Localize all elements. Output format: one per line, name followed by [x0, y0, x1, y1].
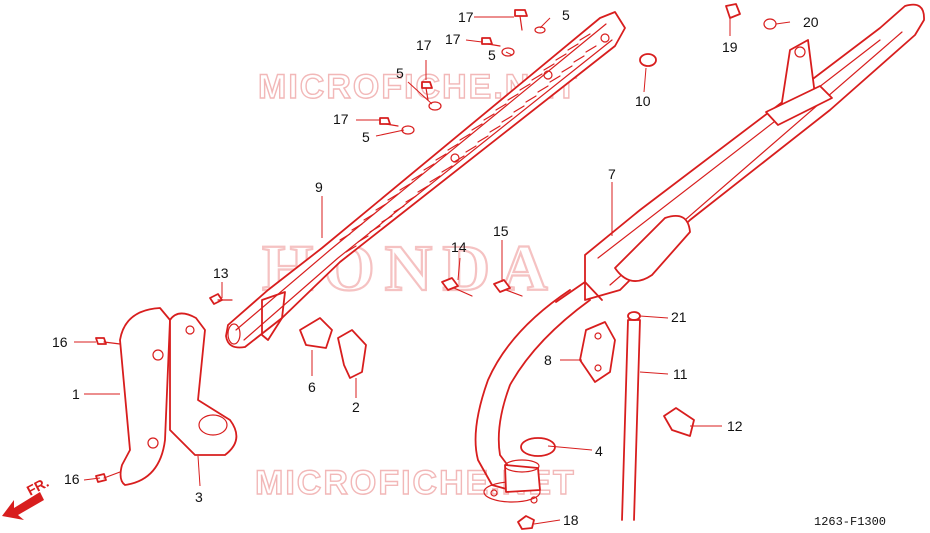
- part-1-guard: [119, 307, 171, 486]
- callout-17: 17: [445, 31, 461, 47]
- part-9-heat-shield: [225, 11, 626, 349]
- part-21-clip: [627, 311, 641, 321]
- part-7-muffler: [474, 3, 925, 504]
- front-direction-arrow: FR.: [2, 474, 51, 520]
- part-12-sleeve: [663, 407, 695, 437]
- callout-5: 5: [362, 129, 370, 145]
- callout-14: 14: [451, 239, 467, 255]
- fr-label: FR.: [24, 474, 51, 499]
- callout-5: 5: [562, 7, 570, 23]
- callout-10: 10: [635, 93, 651, 109]
- callout-13: 13: [213, 265, 229, 281]
- part-4-gasket: [520, 437, 556, 457]
- callout-20: 20: [803, 14, 819, 30]
- callout-8: 8: [544, 352, 552, 368]
- callout-1: 1: [72, 386, 80, 402]
- callout-15: 15: [493, 223, 509, 239]
- callout-4: 4: [595, 443, 603, 459]
- callout-16: 16: [52, 334, 68, 350]
- callout-17: 17: [458, 9, 474, 25]
- callout-7: 7: [608, 166, 616, 182]
- part-18-nut: [517, 515, 535, 530]
- part-11-tube: [621, 319, 641, 521]
- part-8-bracket: [579, 321, 616, 383]
- callout-5: 5: [396, 65, 404, 81]
- fastener-bolts: [95, 3, 777, 483]
- callout-3: 3: [195, 489, 203, 505]
- callout-9: 9: [315, 179, 323, 195]
- callout-12: 12: [727, 418, 743, 434]
- callout-numbers: 17 5 17 5 17 5 17 5 19 20 10 7 9 13 14 1…: [52, 7, 819, 528]
- part-2-clamp: [337, 329, 367, 379]
- callout-17: 17: [333, 111, 349, 127]
- part-3-protector: [169, 312, 238, 456]
- callout-17: 17: [416, 37, 432, 53]
- callout-19: 19: [722, 39, 738, 55]
- callout-18: 18: [563, 512, 579, 528]
- callout-2: 2: [352, 399, 360, 415]
- callout-21: 21: [671, 309, 687, 325]
- callout-5: 5: [488, 47, 496, 63]
- figure-code: 1263-F1300: [814, 515, 886, 529]
- callout-6: 6: [308, 379, 316, 395]
- callout-11: 11: [673, 366, 688, 382]
- part-6-collar: [299, 317, 333, 349]
- callout-16: 16: [64, 471, 80, 487]
- leader-lines: [74, 16, 791, 525]
